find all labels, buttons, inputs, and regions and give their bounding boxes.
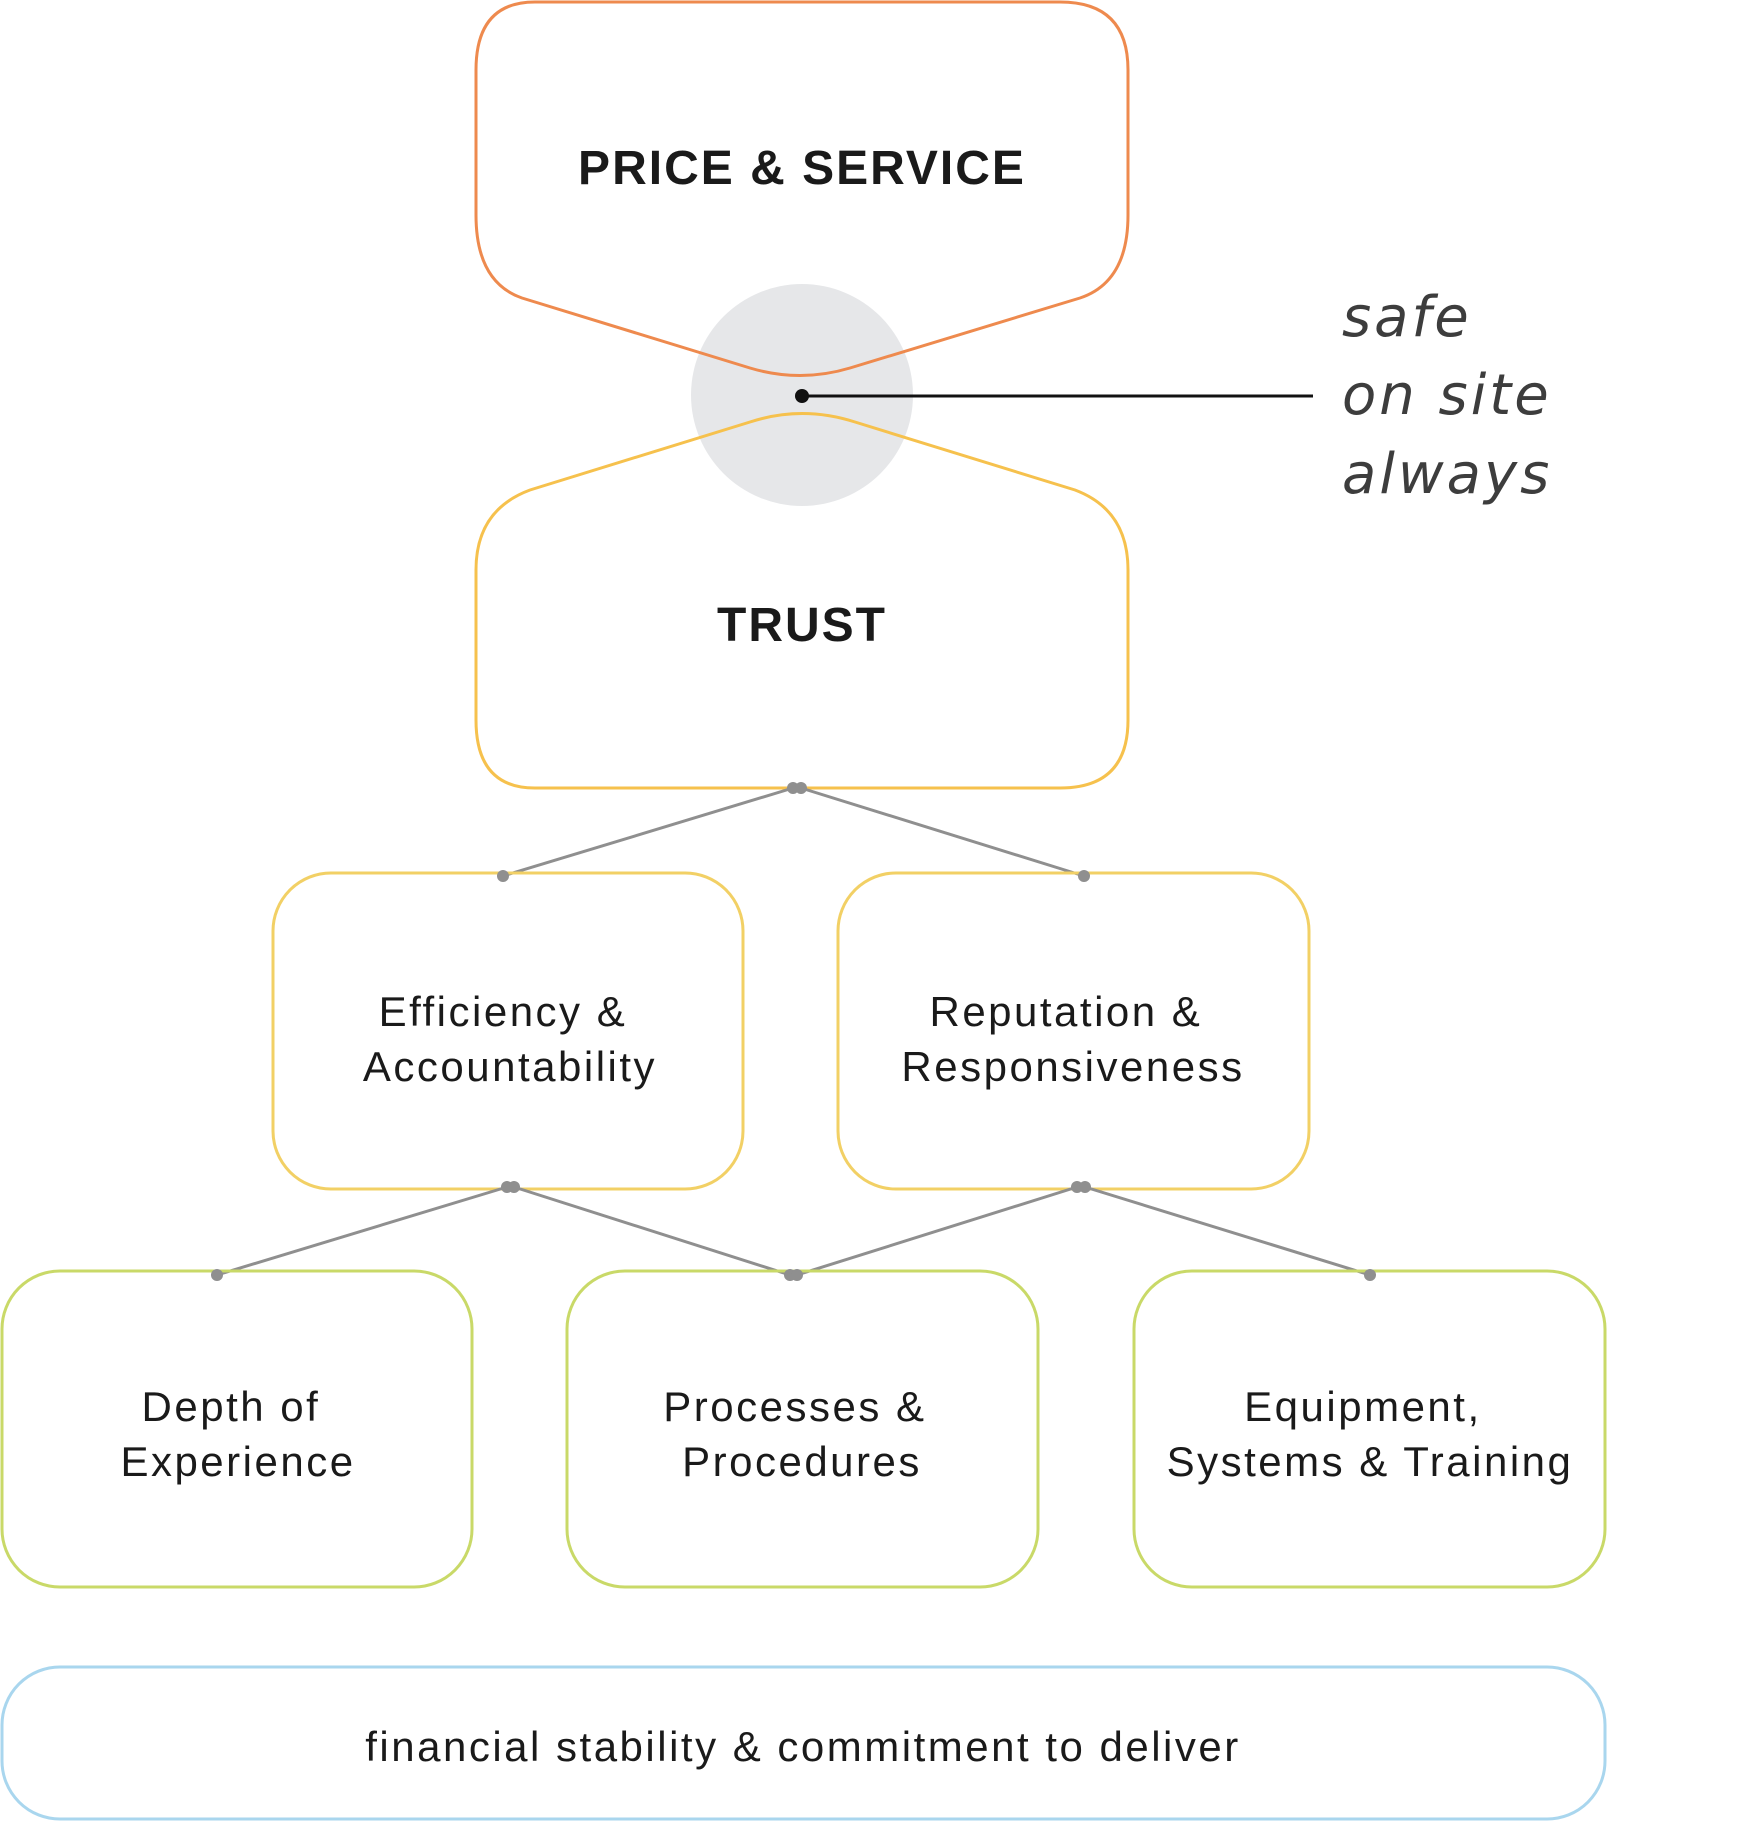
equipment-label-line-2: Systems & Training	[1167, 1438, 1574, 1485]
efficiency-label-line-1: Efficiency &	[379, 988, 628, 1035]
connector-dot	[795, 782, 807, 794]
reputation-label-line-1: Reputation &	[929, 988, 1202, 1035]
callout-line-1: safe	[1342, 285, 1472, 350]
connector-efficiency-processes	[513, 1185, 791, 1277]
connector-dot	[1364, 1269, 1376, 1281]
depth-label: Depth of Experience	[120, 1383, 355, 1485]
processes-label-line-2: Procedures	[682, 1438, 922, 1485]
equipment-label-line-1: Equipment,	[1244, 1383, 1481, 1430]
equipment-label: Equipment, Systems & Training	[1167, 1383, 1574, 1485]
depth-box	[0, 1269, 474, 1589]
reputation-label: Reputation & Responsiveness	[901, 988, 1244, 1090]
price-service-box	[474, 0, 1130, 377]
connector-dot	[1079, 1181, 1091, 1193]
processes-label: Processes & Procedures	[663, 1383, 940, 1485]
processes-box	[565, 1269, 1040, 1589]
depth-label-line-1: Depth of	[142, 1383, 321, 1430]
depth-label-line-2: Experience	[120, 1438, 355, 1485]
efficiency-label: Efficiency & Accountability	[363, 988, 657, 1090]
callout-line-3: always	[1342, 442, 1552, 507]
trust-box	[474, 412, 1130, 790]
connector-reputation-equipment	[1084, 1185, 1371, 1277]
connector-reputation-processes	[796, 1185, 1078, 1277]
processes-label-line-1: Processes &	[663, 1383, 926, 1430]
connector-efficiency-depth	[216, 1185, 508, 1277]
connectors-top	[502, 786, 1085, 878]
foundation-box	[0, 1665, 1607, 1821]
callout-pointer-dot	[795, 389, 809, 403]
reputation-label-line-2: Responsiveness	[901, 1043, 1244, 1090]
connectors-bottom	[216, 1185, 1371, 1277]
trust-label: TRUST	[717, 599, 887, 652]
connector-dot	[211, 1269, 223, 1281]
foundation-label: financial stability & commitment to deli…	[365, 1723, 1240, 1770]
efficiency-label-line-2: Accountability	[363, 1043, 657, 1090]
connector-dots	[211, 782, 1376, 1281]
connector-dot	[791, 1269, 803, 1281]
connector-trust-reputation	[800, 786, 1085, 878]
connector-trust-efficiency	[502, 786, 794, 878]
connector-dot	[508, 1181, 520, 1193]
connector-dot	[1078, 870, 1090, 882]
price-service-label: PRICE & SERVICE	[578, 142, 1026, 195]
callout-line-2: on site	[1342, 363, 1552, 428]
connector-dot	[497, 870, 509, 882]
